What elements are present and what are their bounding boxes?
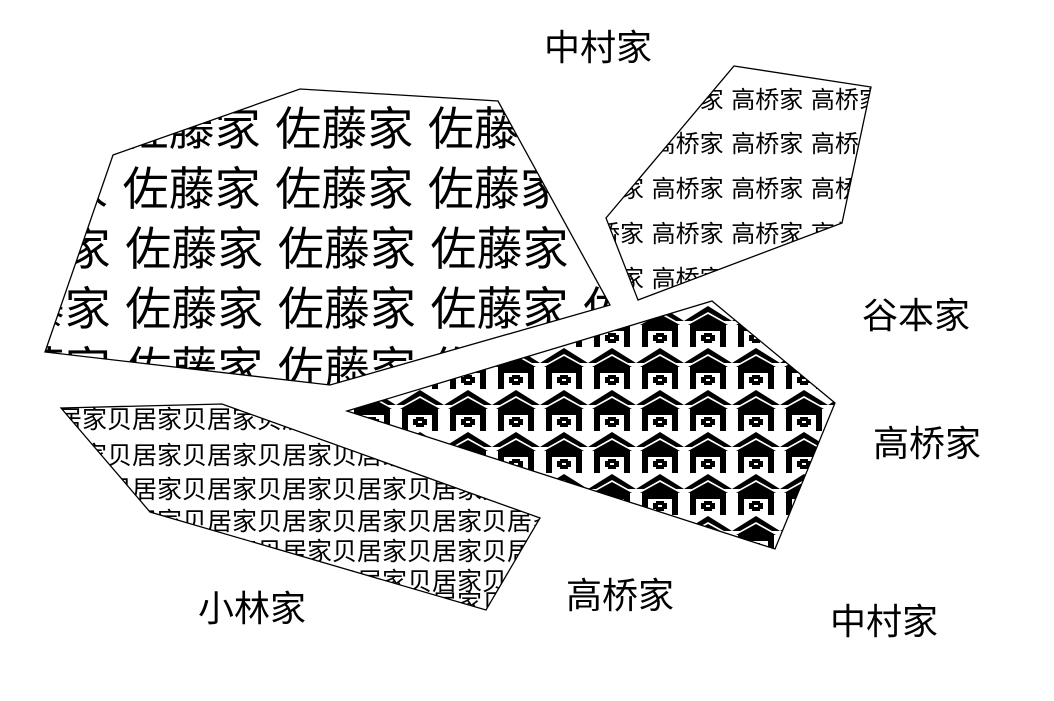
label-takahashi-right: 高桥家 <box>873 424 981 465</box>
house-icon <box>347 301 835 549</box>
parcel-fill-label: 佐藤家 佐藤家 佐藤家 佐藤家 佐藤家 佐藤家 佐藤家 佐藤家 佐藤家 佐藤家 <box>0 282 1054 336</box>
parcel-fill-label: 佐藤家 佐藤家 佐藤家 佐藤家 佐藤家 佐藤家 佐藤家 佐藤家 佐藤家 佐藤家 <box>0 162 1054 216</box>
parcel-fill-label: 贝居家贝居家贝居家贝居家贝居家贝居家贝居家贝居家贝居家贝居家 <box>32 537 782 566</box>
parcel-fill-label: 高桥家 高桥家 高桥家 高桥家 高桥家 高桥家 高桥家 高桥家 高桥家 高桥家 <box>572 86 1054 114</box>
label-kobayashi: 小林家 <box>198 589 306 630</box>
parcel-fill-label: 高桥家 高桥家 高桥家 高桥家 高桥家 高桥家 高桥家 高桥家 高桥家 高桥家 <box>572 130 1054 158</box>
label-takahashi-bottom: 高桥家 <box>566 576 674 617</box>
label-nakamura-top: 中村家 <box>544 28 652 69</box>
parcel-fill-label: 佐藤家 佐藤家 佐藤家 佐藤家 佐藤家 佐藤家 佐藤家 佐藤家 佐藤家 佐藤家 <box>0 102 1054 156</box>
parcel-fill-label: 高桥家 高桥家 高桥家 高桥家 高桥家 高桥家 高桥家 高桥家 高桥家 高桥家 <box>572 175 1054 203</box>
label-tanimoto: 谷本家 <box>862 296 970 337</box>
parcel-takahashi[interactable]: 高桥家 高桥家 高桥家 高桥家 高桥家 高桥家 高桥家 高桥家 高桥家 高桥家高… <box>572 65 1054 301</box>
parcel-sato[interactable]: 佐藤家 佐藤家 佐藤家 佐藤家 佐藤家 佐藤家 佐藤家 佐藤家 佐藤家 佐藤家佐… <box>0 88 1054 396</box>
parcel-sato-pattern: 佐藤家 佐藤家 佐藤家 佐藤家 佐藤家 佐藤家 佐藤家 佐藤家 佐藤家 佐藤家佐… <box>0 102 1054 385</box>
parcel-fill-label: 佐藤家 佐藤家 佐藤家 佐藤家 佐藤家 佐藤家 佐藤家 佐藤家 佐藤家 佐藤家 <box>0 222 1054 276</box>
parcel-fill-label: 高桥家 高桥家 高桥家 高桥家 高桥家 高桥家 高桥家 高桥家 高桥家 高桥家 <box>572 265 1054 293</box>
label-nakamura-bottom: 中村家 <box>830 602 938 643</box>
parcel-takahashi-pattern: 高桥家 高桥家 高桥家 高桥家 高桥家 高桥家 高桥家 高桥家 高桥家 高桥家高… <box>572 86 1054 293</box>
parcel-house[interactable] <box>344 300 836 550</box>
